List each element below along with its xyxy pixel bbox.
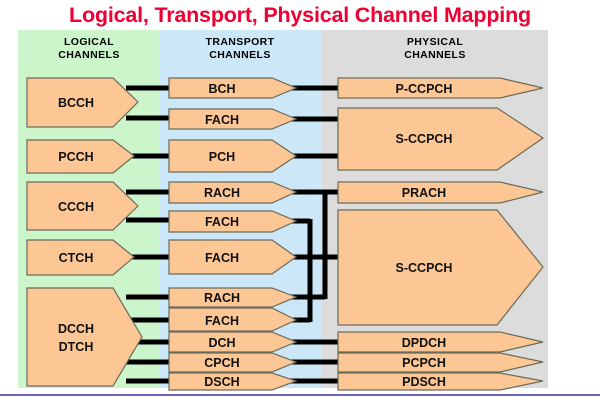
physical-header-line1: PHYSICAL	[407, 36, 463, 48]
physical-channel-dpdch-shape	[337, 331, 544, 353]
transport-channel-dsch-shape	[168, 372, 298, 391]
transport-channel-rach-1-label: RACH	[204, 186, 240, 200]
logical-channel-pcch[interactable]: PCCH	[26, 139, 135, 174]
logical-channel-ctch-label: CTCH	[59, 251, 94, 265]
logical-channel-pcch-label: PCCH	[58, 150, 93, 164]
transport-channel-fach-2-shape	[168, 210, 298, 233]
transport-channel-fach-3-label: FACH	[205, 251, 239, 265]
transport-channel-fach-4-shape	[168, 307, 298, 332]
physical-channel-pdsch-shape	[337, 372, 544, 391]
logical-channel-bcch-label: BCCH	[58, 96, 94, 110]
physical-channel-pcpch-shape	[337, 352, 544, 373]
transport-channel-fach-3-shape	[168, 239, 298, 275]
physical-channel-dpdch[interactable]: DPDCH	[337, 331, 544, 353]
transport-channel-dch-label: DCH	[208, 336, 235, 350]
logical-channel-ccch-shape	[26, 181, 139, 231]
physical-channel-s-ccpch-2-shape	[337, 209, 544, 326]
transport-channel-rach-1-shape	[168, 181, 298, 204]
physical-channel-prach-label: PRACH	[402, 186, 446, 200]
transport-channel-fach-2[interactable]: FACH	[168, 210, 298, 233]
logical-channel-bcch-shape	[26, 77, 139, 128]
transport-header-line1: TRANSPORT	[206, 36, 275, 48]
logical-header-line1: LOGICAL	[64, 36, 114, 48]
transport-channel-dsch[interactable]: DSCH	[168, 372, 298, 391]
transport-channel-fach-4-label: FACH	[205, 314, 239, 328]
logical-channel-dtch-label: DTCH	[59, 340, 94, 354]
physical-channel-shapes: P-CCPCH S-CCPCH PRACH S-CCPCH DPDCH PCPC	[337, 77, 545, 391]
transport-channel-fach-1[interactable]: FACH	[168, 108, 298, 130]
physical-channel-pdsch-label: PDSCH	[402, 375, 446, 389]
logical-channel-shapes: BCCH PCCH CCCH CTCH DCCH DTCH	[26, 77, 143, 387]
physical-channel-prach[interactable]: PRACH	[337, 181, 544, 204]
physical-channel-pdsch[interactable]: PDSCH	[337, 372, 544, 391]
physical-channel-s-ccpch-1-label: S-CCPCH	[396, 132, 453, 146]
connectors-logical-transport	[120, 85, 172, 384]
transport-channel-pch-shape	[168, 139, 298, 173]
physical-channel-prach-shape	[337, 181, 544, 204]
bottom-divider	[0, 394, 600, 396]
transport-channel-dsch-label: DSCH	[204, 375, 239, 389]
physical-header-line2: CHANNELS	[404, 49, 466, 61]
logical-channel-ctch[interactable]: CTCH	[26, 239, 135, 276]
transport-channel-cpch[interactable]: CPCH	[168, 352, 298, 373]
transport-channel-shapes: BCH FACH PCH RACH FACH FACH	[168, 77, 298, 391]
physical-channel-s-ccpch-2[interactable]: S-CCPCH	[337, 209, 544, 326]
logical-channel-dcch-dtch-shape	[26, 287, 143, 387]
physical-channel-pcpch-label: PCPCH	[402, 356, 446, 370]
transport-channel-dch[interactable]: DCH	[168, 331, 298, 353]
physical-channel-s-ccpch-2-label: S-CCPCH	[396, 261, 453, 275]
logical-channel-bcch[interactable]: BCCH	[26, 77, 139, 128]
transport-channel-pch-label: PCH	[209, 150, 235, 164]
transport-channel-fach-4[interactable]: FACH	[168, 307, 298, 332]
transport-channel-rach-2[interactable]: RACH	[168, 287, 298, 308]
column-header-transport: TRANSPORT CHANNELS	[206, 36, 275, 61]
physical-channel-p-ccpch[interactable]: P-CCPCH	[337, 77, 544, 99]
page-title: Logical, Transport, Physical Channel Map…	[69, 3, 531, 27]
logical-channel-ctch-shape	[26, 239, 135, 276]
transport-channel-fach-1-label: FACH	[205, 113, 239, 127]
transport-channel-bch-shape	[168, 77, 298, 99]
physical-channel-s-ccpch-1[interactable]: S-CCPCH	[337, 107, 545, 171]
column-header-logical: LOGICAL CHANNELS	[58, 36, 120, 61]
transport-channel-dch-shape	[168, 331, 298, 353]
physical-channel-dpdch-label: DPDCH	[402, 336, 446, 350]
logical-channel-dcch-dtch[interactable]: DCCH DTCH	[26, 287, 143, 387]
transport-channel-fach-3[interactable]: FACH	[168, 239, 298, 275]
logical-channel-pcch-shape	[26, 139, 135, 174]
physical-channel-s-ccpch-1-shape	[337, 107, 545, 171]
transport-channel-bch[interactable]: BCH	[168, 77, 298, 99]
transport-channel-rach-2-shape	[168, 287, 298, 308]
transport-channel-fach-1-shape	[168, 108, 298, 130]
transport-header-line2: CHANNELS	[209, 49, 271, 61]
transport-channel-rach-2-label: RACH	[204, 291, 240, 305]
logical-channel-ccch[interactable]: CCCH	[26, 181, 139, 231]
transport-channel-bch-label: BCH	[208, 82, 235, 96]
transport-channel-rach-1[interactable]: RACH	[168, 181, 298, 204]
physical-channel-p-ccpch-label: P-CCPCH	[396, 82, 453, 96]
physical-channel-p-ccpch-shape	[337, 77, 544, 99]
transport-channel-fach-2-label: FACH	[205, 215, 239, 229]
logical-channel-ccch-label: CCCH	[58, 200, 94, 214]
transport-channel-cpch-shape	[168, 352, 298, 373]
physical-channel-pcpch[interactable]: PCPCH	[337, 352, 544, 373]
transport-channel-cpch-label: CPCH	[204, 356, 239, 370]
column-header-physical: PHYSICAL CHANNELS	[404, 36, 466, 61]
logical-header-line2: CHANNELS	[58, 49, 120, 61]
transport-channel-pch[interactable]: PCH	[168, 139, 298, 173]
logical-channel-dcch-label: DCCH	[58, 322, 94, 336]
